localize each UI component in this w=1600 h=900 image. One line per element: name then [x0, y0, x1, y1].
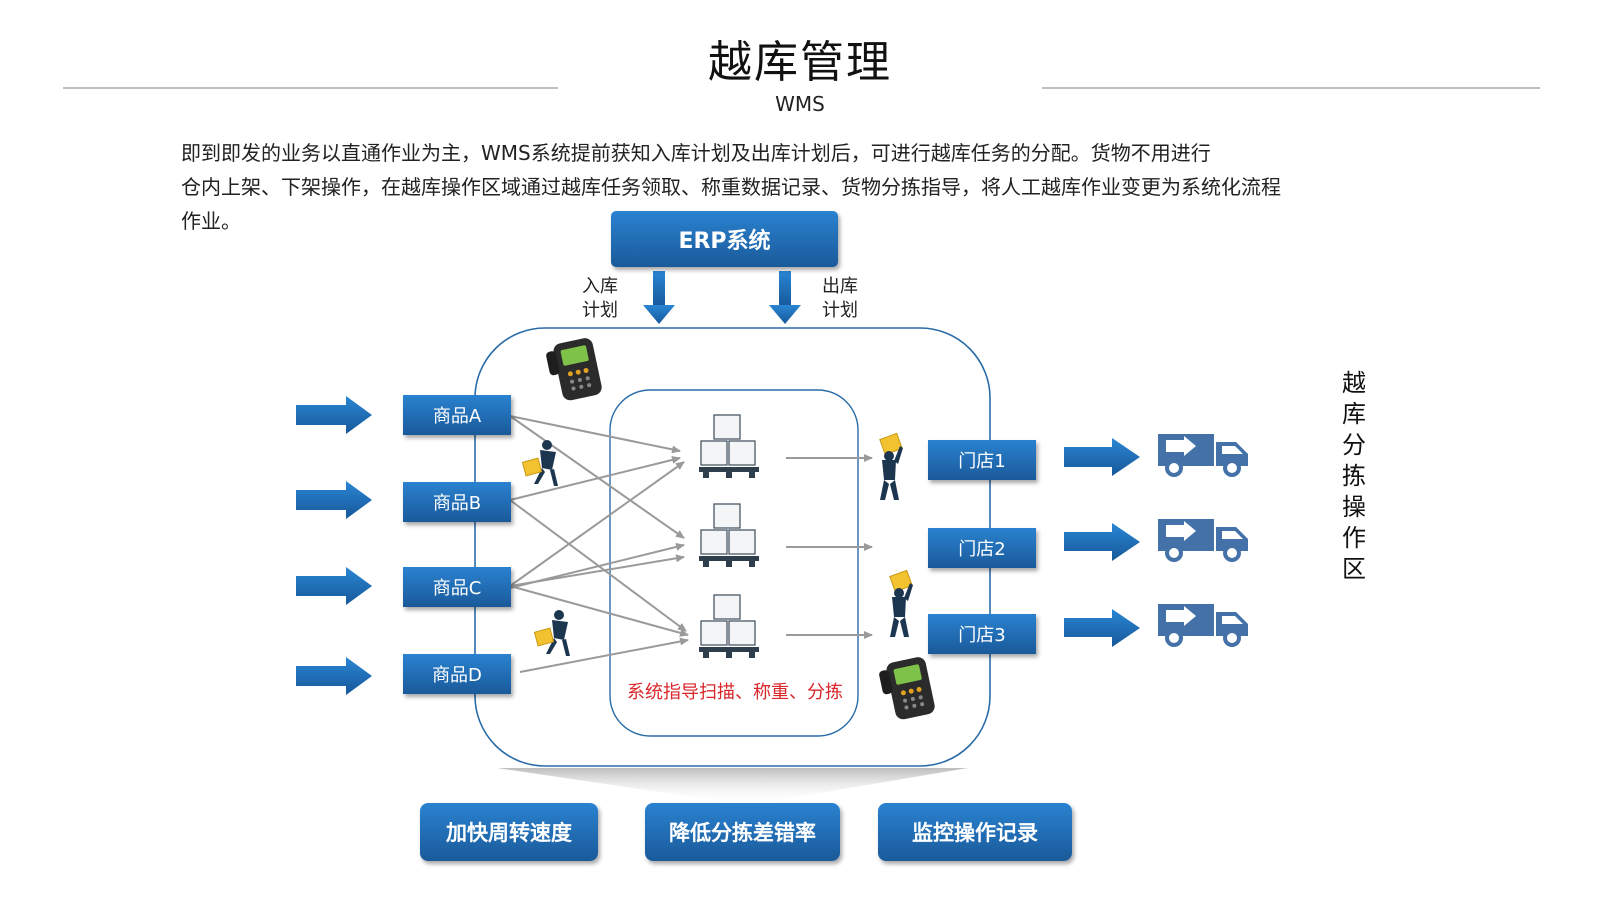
zone-label: 越 库 分 拣 操 作 区: [1342, 369, 1366, 583]
description-line-1: 即到即发的业务以直通作业为主，WMS系统提前获知入库计划及出库计划后，可进行越库…: [181, 141, 1211, 165]
page-title: 越库管理: [708, 37, 892, 88]
description-line-3: 作业。: [181, 209, 241, 233]
worker-carrying-icon: [889, 569, 913, 637]
inbound-plan-label: 入库 计划: [582, 276, 618, 321]
inbound-arrow: [296, 481, 372, 519]
inbound-arrow: [296, 657, 372, 695]
product-box-b: 商品B: [403, 482, 511, 522]
delivery-truck-icon: [1158, 434, 1248, 477]
worker-carrying-icon: [879, 432, 903, 500]
inbound-arrow: [296, 396, 372, 434]
inbound-arrow: [296, 567, 372, 605]
product-box-a: 商品A: [403, 395, 511, 435]
benefit-error-rate: 降低分拣差错率: [645, 803, 840, 861]
pallet-stack-icon: [699, 594, 759, 658]
title-divider-left: [63, 87, 558, 89]
worker-picking-icon: [521, 440, 558, 486]
routing-lines: [509, 415, 689, 673]
pallet-stack-icon: [699, 414, 759, 478]
description-text: 即到即发的业务以直通作业为主，WMS系统提前获知入库计划及出库计划后，可进行越库…: [181, 136, 1421, 238]
store-box-2: 门店2: [928, 528, 1036, 568]
handheld-scanner-icon: [879, 657, 935, 720]
zone-shadow: [497, 768, 968, 805]
page-subtitle: WMS: [775, 92, 825, 116]
delivery-truck-icon: [1158, 604, 1248, 647]
inbound-plan-arrow: [643, 271, 675, 324]
outbound-arrow: [1064, 523, 1140, 561]
benefit-monitoring: 监控操作记录: [878, 803, 1072, 861]
benefit-turnover: 加快周转速度: [420, 803, 598, 861]
product-box-c: 商品C: [403, 567, 511, 607]
pallet-stack-icon: [699, 503, 759, 567]
outbound-arrow: [1064, 609, 1140, 647]
title-divider-right: [1042, 87, 1540, 89]
store-box-1: 门店1: [928, 440, 1036, 480]
delivery-truck-icon: [1158, 519, 1248, 562]
handheld-scanner-icon: [546, 338, 602, 401]
store-box-3: 门店3: [928, 614, 1036, 654]
product-box-d: 商品D: [403, 654, 511, 694]
outbound-arrow: [1064, 438, 1140, 476]
erp-system-box: ERP系统: [611, 211, 838, 267]
worker-picking-icon: [533, 610, 570, 656]
erp-system-label: ERP系统: [678, 229, 771, 254]
outbound-plan-label: 出库 计划: [822, 276, 858, 321]
description-line-2: 仓内上架、下架操作，在越库操作区域通过越库任务领取、称重数据记录、货物分拣指导，…: [181, 175, 1281, 199]
dispatch-lines: [786, 454, 873, 639]
sorting-caption: 系统指导扫描、称重、分拣: [627, 682, 843, 703]
outbound-plan-arrow: [769, 271, 801, 324]
